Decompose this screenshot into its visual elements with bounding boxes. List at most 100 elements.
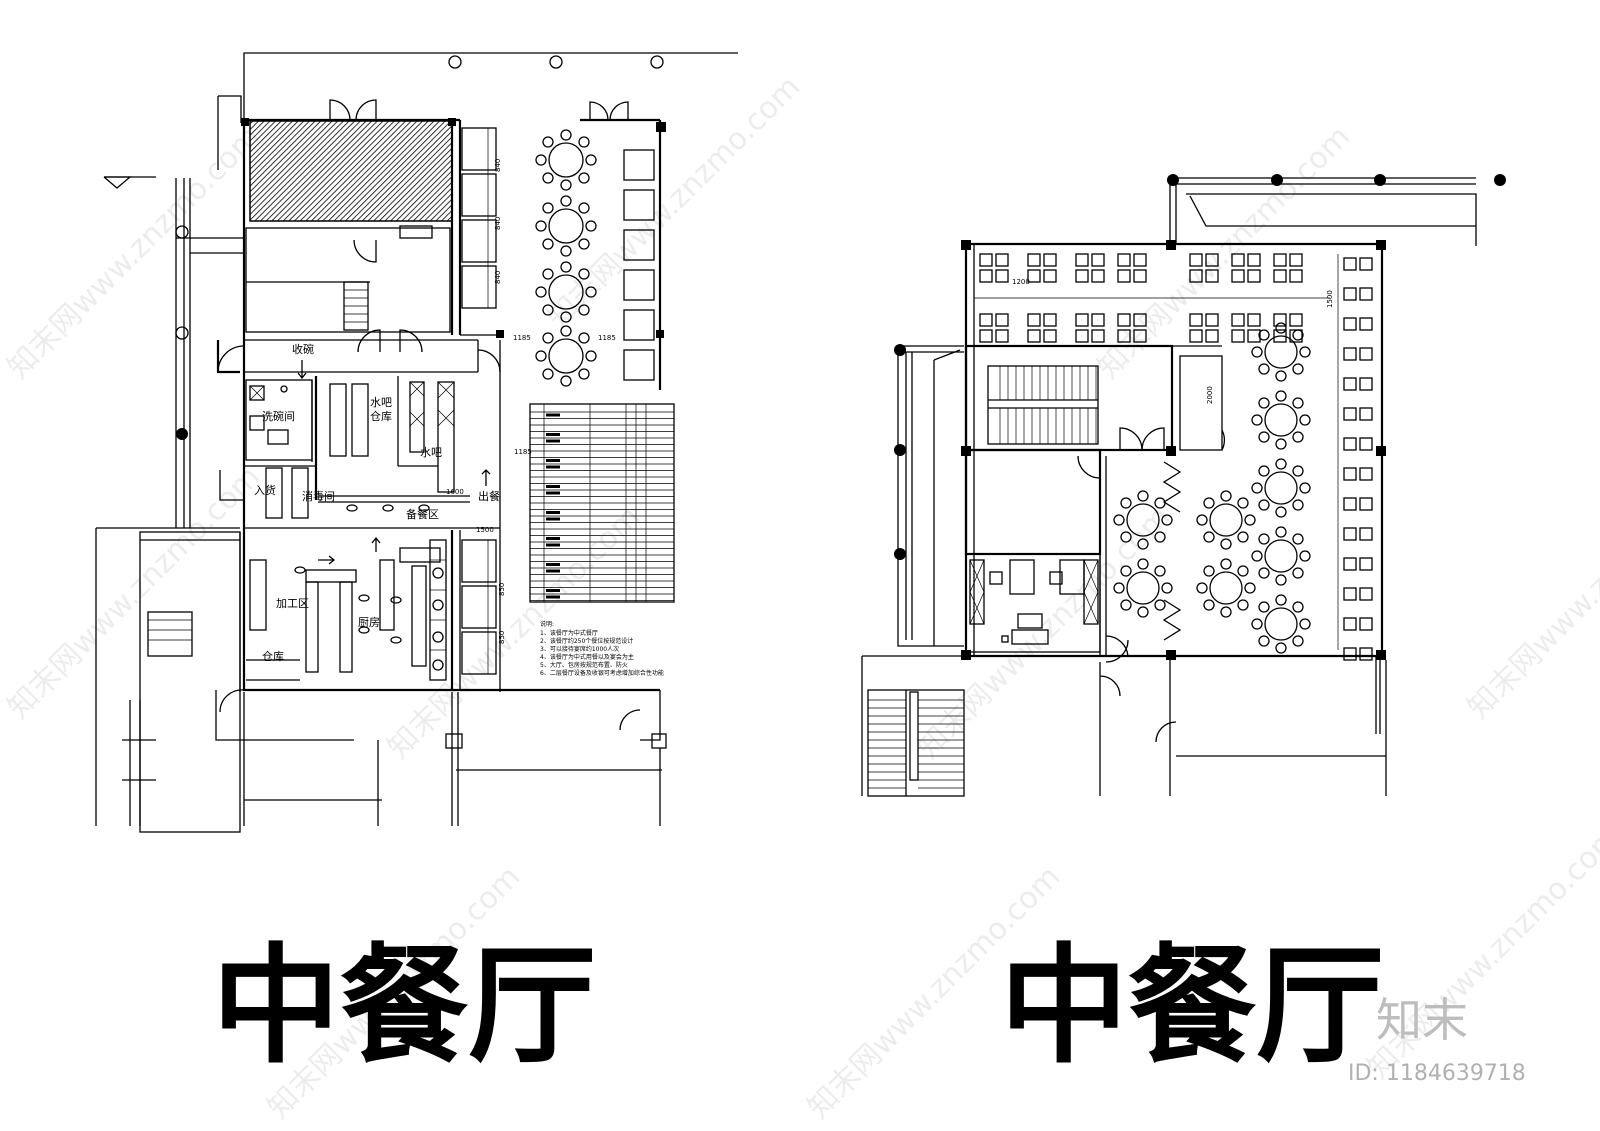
table-chair	[1299, 346, 1311, 358]
table-chair	[1244, 582, 1256, 594]
room-label: 加工区	[276, 597, 309, 610]
table-chair	[1203, 531, 1215, 543]
plan-title-left: 中餐厅	[212, 932, 596, 1081]
watermark-text: 知末网www.znzmo.com	[381, 499, 647, 765]
table-chair	[1292, 465, 1304, 477]
table-chair	[1258, 533, 1270, 545]
round-table	[535, 325, 597, 387]
booth-seat	[1133, 253, 1147, 267]
dimension-label: 850	[498, 631, 506, 644]
booth-seat	[1117, 313, 1131, 327]
table-chair	[1275, 574, 1287, 586]
booth-seat	[1075, 313, 1089, 327]
booth-seat	[1289, 313, 1303, 327]
round-table	[535, 195, 597, 257]
note-item: 4、该餐厅为中式用餐以及宴会为主	[540, 653, 634, 661]
table-chair	[1113, 582, 1125, 594]
booth-seat	[1043, 269, 1057, 283]
table-chair	[1120, 531, 1132, 543]
table-chair	[1258, 329, 1270, 341]
table-chair	[1237, 531, 1249, 543]
booth-seat	[1027, 313, 1041, 327]
dimension-label: 840	[494, 271, 502, 284]
table-chair	[1237, 599, 1249, 611]
table-chair	[1196, 582, 1208, 594]
table-row-mark	[546, 517, 560, 521]
plan-1: 说明: 1、该餐厅为中式餐厅 2、该餐厅约250个餐位按规范设计 3、可以接待宴…	[95, 52, 738, 833]
booth-seat	[1189, 313, 1203, 327]
table-chair	[1196, 514, 1208, 526]
watermark-text: 知末网www.znzmo.com	[911, 499, 1177, 765]
table-chair	[1220, 606, 1232, 618]
table-chair	[1137, 538, 1149, 550]
table-chair	[1258, 465, 1270, 477]
booth-seat	[1359, 467, 1373, 481]
equipment-schedule-table	[529, 403, 675, 603]
table-chair	[1203, 565, 1215, 577]
booth-seat	[1043, 329, 1057, 343]
booth-seat	[1359, 647, 1373, 661]
table-chair	[1220, 490, 1232, 502]
round-table	[1209, 503, 1243, 537]
table-chair	[1137, 558, 1149, 570]
booth-seat	[995, 313, 1009, 327]
table-chair	[1251, 482, 1263, 494]
booth-seat	[1043, 253, 1057, 267]
booth-seat	[1027, 329, 1041, 343]
booth-seat	[979, 329, 993, 343]
booth-seat	[1343, 617, 1357, 631]
booth-seat	[1343, 287, 1357, 301]
table-chair	[1292, 363, 1304, 375]
table-chair	[1244, 514, 1256, 526]
booth-seat	[1359, 497, 1373, 511]
table-chair	[1251, 346, 1263, 358]
room-label: 仓库	[370, 409, 392, 423]
dimension-label: 1500	[476, 526, 494, 534]
round-table	[1209, 571, 1243, 605]
table-chair	[1275, 642, 1287, 654]
plan-2: 1200 1500 2000	[861, 174, 1506, 797]
booth-seat	[1359, 287, 1373, 301]
booth-seat	[1205, 269, 1219, 283]
room-label: 水吧	[370, 396, 392, 409]
booth-seat	[1117, 269, 1131, 283]
round-table	[1264, 335, 1298, 369]
table-chair	[1275, 322, 1287, 334]
table-row-mark	[546, 511, 560, 514]
round-table	[535, 129, 597, 191]
booth-seat	[1091, 329, 1105, 343]
table-chair	[1251, 618, 1263, 630]
booth-seat	[1091, 253, 1105, 267]
table-chair	[1275, 594, 1287, 606]
booth-seat	[1359, 437, 1373, 451]
table-chair	[1154, 599, 1166, 611]
room-label: 备餐区	[406, 507, 439, 521]
table-chair	[1292, 567, 1304, 579]
table-chair	[1299, 618, 1311, 630]
table-chair	[1220, 558, 1232, 570]
booth-seat	[1117, 329, 1131, 343]
booth-seat	[1075, 329, 1089, 343]
booth-seat	[1343, 497, 1357, 511]
image-id: ID: 1184639718	[1348, 1061, 1526, 1086]
booth-seat	[1273, 329, 1287, 343]
table-chair	[1251, 550, 1263, 562]
booth-seat	[1231, 253, 1245, 267]
room-label: 洗碗间	[262, 409, 295, 423]
table-row-mark	[546, 569, 560, 573]
room-label: 厨房	[358, 616, 380, 629]
table-chair	[1113, 514, 1125, 526]
table-row-mark	[546, 491, 560, 495]
booth-seat	[995, 253, 1009, 267]
table-chair	[1161, 582, 1173, 594]
booth-seat	[1075, 253, 1089, 267]
booth-seat	[1359, 557, 1373, 571]
table-chair	[1275, 506, 1287, 518]
booth-seat	[1189, 253, 1203, 267]
booth-seat	[1247, 313, 1261, 327]
watermark-text: 知末网www.znzmo.com	[541, 69, 807, 335]
table-chair	[1258, 397, 1270, 409]
notes-heading: 说明:	[540, 620, 554, 628]
booth-seat	[1343, 467, 1357, 481]
